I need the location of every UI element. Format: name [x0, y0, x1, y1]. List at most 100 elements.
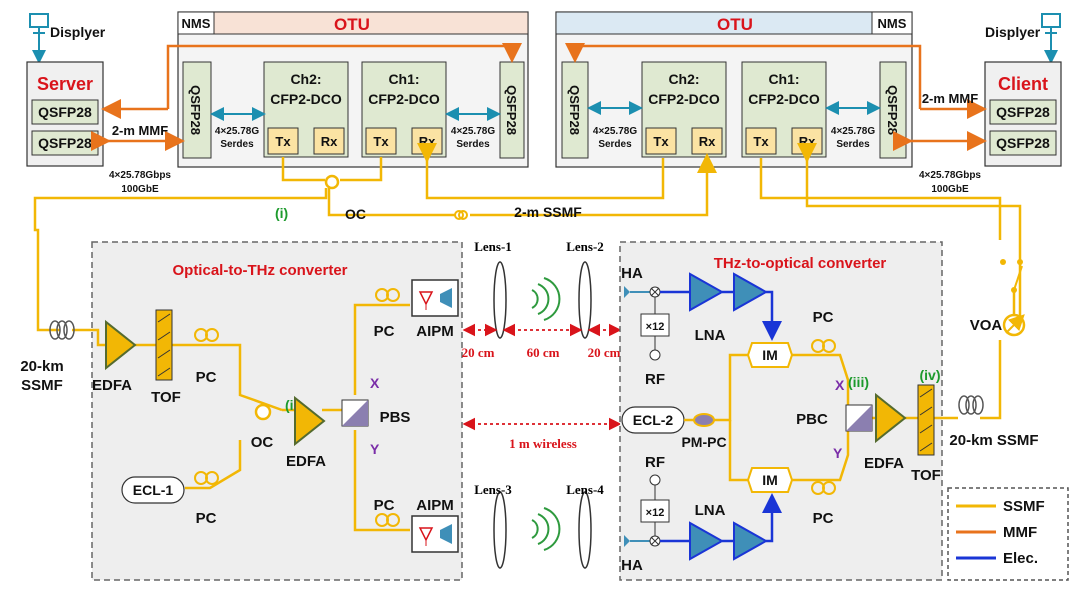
rf-bottom-label: RF [645, 454, 665, 471]
otu-left-ch2-tx: Tx [275, 134, 291, 149]
pc-2-label: PC [196, 510, 217, 527]
pc-loops-t2o [811, 339, 836, 495]
thz-wave-bottom [531, 507, 561, 551]
pm-pc [693, 413, 715, 427]
legend-label-1: MMF [1003, 524, 1037, 541]
pc-3-label: PC [374, 323, 395, 340]
t2o-title: THz-to-optical converter [714, 255, 887, 272]
edfa-3-label: EDFA [864, 455, 904, 472]
oc-top-label: OC [345, 206, 366, 222]
lna-bottom-1 [689, 521, 725, 561]
ecl-1-label: ECL-1 [133, 482, 174, 498]
pc-1-label: PC [196, 369, 217, 386]
lens-3-label: Lens-3 [474, 482, 512, 497]
lna-top-label: LNA [695, 327, 726, 344]
lna-bottom-label: LNA [695, 502, 726, 519]
aipm-top-label: AIPM [416, 323, 454, 340]
otu-right-ch1: Ch1: [768, 71, 799, 87]
ssmf-20km-right: 20-km SSMF [949, 432, 1038, 449]
im-top [746, 342, 794, 368]
otu-left-ch1-cfp: CFP2-DCO [368, 91, 440, 107]
legend-label-0: SSMF [1003, 498, 1045, 515]
dist-20cm-a: 20 cm [462, 345, 495, 360]
displayer-left: Displyer [29, 13, 106, 40]
client-label: Client [998, 74, 1048, 94]
otu-left-ch2: Ch2: [290, 71, 321, 87]
im-bottom-label: IM [762, 472, 778, 488]
im-bottom [746, 467, 794, 493]
otu-right-ch2-rx: Rx [699, 134, 716, 149]
displayer-right: Displyer [985, 13, 1061, 40]
otu-right-title: OTU [717, 15, 753, 34]
oc-2 [254, 403, 272, 421]
otu-left: NMS OTU QSFP28 QSFP28 Ch2: CFP2-DCO Tx R… [177, 11, 529, 168]
ssmf-20km-b: SSMF [21, 377, 63, 394]
otu-left-serdes-a: Serdes [220, 139, 254, 150]
pbc-x-label: X [835, 377, 845, 393]
otu-left-ch2-cfp: CFP2-DCO [270, 91, 342, 107]
pc-5-label: PC [813, 309, 834, 326]
pbs-y-label: Y [370, 441, 380, 457]
lna-top-1 [689, 272, 725, 312]
otu-left-nms: NMS [182, 16, 211, 31]
mmf-right-label: 2-m MMF [922, 91, 978, 106]
tof-1 [155, 309, 173, 381]
otu-left-serdes-rate-a: 4×25.78G [215, 126, 259, 137]
otu-right-serdes-b: Serdes [836, 139, 870, 150]
gbe-left: 100GbE [121, 184, 159, 195]
otu-right-ch1-tx: Tx [753, 134, 769, 149]
stage-iii-label: (iii) [848, 374, 869, 390]
otu-right-ch1-rx: Rx [799, 134, 816, 149]
dist-60cm: 60 cm [527, 345, 560, 360]
stage-iv-label: (iv) [920, 367, 941, 383]
ha-bottom-label: HA [621, 557, 643, 574]
ssmf-links [33, 143, 1022, 320]
edfa-3 [875, 392, 907, 444]
otu-right-ch1-cfp: CFP2-DCO [748, 91, 820, 107]
o2t-title: Optical-to-THz converter [172, 262, 347, 279]
otu-right-qsfp28-a: QSFP28 [567, 85, 582, 135]
otu-left-serdes-rate-b: 4×25.78G [451, 126, 495, 137]
ha-top [624, 286, 630, 298]
lens-1-label: Lens-1 [474, 239, 512, 254]
client-qsfp28-1: QSFP28 [996, 104, 1050, 120]
otu-right-serdes-a: Serdes [598, 139, 632, 150]
edfa-2 [294, 395, 326, 447]
pbc-label: PBC [796, 411, 828, 428]
pm-pc-label: PM-PC [681, 434, 726, 450]
otu-right-serdes-rate-b: 4×25.78G [831, 126, 875, 137]
otu-left-ch1-rx: Rx [419, 134, 436, 149]
pbs-x-label: X [370, 375, 380, 391]
otu-right-serdes-rate-a: 4×25.78G [593, 126, 637, 137]
edfa-1 [105, 319, 137, 371]
pc-6-label: PC [813, 510, 834, 527]
lens-4-label: Lens-4 [566, 482, 604, 497]
ssmf-coil-left [49, 320, 75, 340]
voa-label: VOA [970, 317, 1003, 334]
displayer-left-label: Displyer [50, 24, 106, 40]
gbe-right: 100GbE [931, 184, 969, 195]
edfa-2-label: EDFA [286, 453, 326, 470]
legend [947, 487, 1069, 581]
otu-left-qsfp28-b: QSFP28 [504, 85, 519, 135]
o2t-panel [91, 241, 463, 581]
legend-label-2: Elec. [1003, 550, 1038, 567]
gbps-right: 4×25.78Gbps [919, 170, 981, 181]
otu-left-title: OTU [334, 15, 370, 34]
distance-arrows [462, 323, 622, 431]
thz-wave-top [531, 277, 561, 321]
lna-top-2 [733, 272, 769, 312]
switch [1000, 259, 1023, 315]
otu-left-ch1-tx: Tx [373, 134, 389, 149]
tof-2 [917, 384, 935, 456]
pbs-label: PBS [380, 409, 411, 426]
ha-top-label: HA [621, 265, 643, 282]
lna-bottom-2 [733, 521, 769, 561]
otu-right-nms: NMS [878, 16, 907, 31]
otu-left-ch1: Ch1: [388, 71, 419, 87]
stage-i-label: (i) [275, 205, 288, 221]
server-label: Server [37, 74, 93, 94]
client-box: Client QSFP28 QSFP28 [984, 61, 1062, 167]
im-top-label: IM [762, 347, 778, 363]
dist-20cm-b: 20 cm [588, 345, 621, 360]
